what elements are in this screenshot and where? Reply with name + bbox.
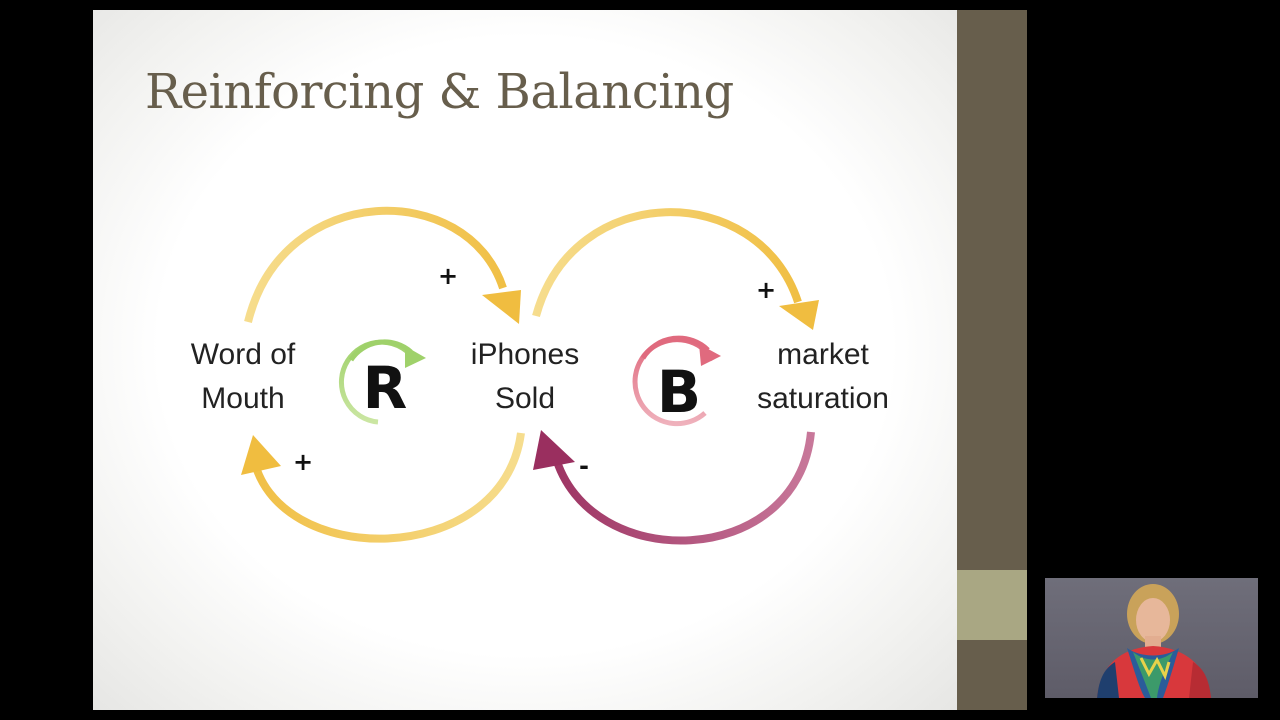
loop-arrow-icon bbox=[699, 344, 721, 366]
polarity-sign: + bbox=[438, 262, 458, 290]
reinforcing-loop-marker: R bbox=[339, 339, 426, 425]
arrowhead-icon bbox=[241, 435, 281, 475]
link-iphones-to-market-saturation bbox=[532, 208, 819, 330]
loop-letter-r: R bbox=[363, 354, 408, 422]
node-word-of-mouth-line2: Mouth bbox=[201, 382, 284, 415]
node-market-saturation-line2: saturation bbox=[757, 382, 889, 415]
polarity-sign: - bbox=[579, 452, 589, 480]
slide-side-accent bbox=[957, 570, 1027, 640]
arrowhead-icon bbox=[482, 290, 521, 324]
presentation-slide: Reinforcing & Balancing bbox=[93, 10, 957, 710]
presenter-webcam bbox=[1045, 578, 1258, 698]
balancing-loop-marker: B bbox=[632, 335, 721, 427]
node-iphones-sold-line1: iPhones bbox=[471, 338, 579, 371]
presenter-avatar bbox=[1097, 584, 1211, 698]
link-word-of-mouth-to-iphones bbox=[244, 206, 521, 324]
polarity-sign: + bbox=[293, 448, 313, 476]
loop-arrow-icon bbox=[405, 346, 426, 368]
link-market-saturation-to-iphones bbox=[533, 430, 815, 545]
arrowhead-icon bbox=[533, 430, 575, 470]
node-iphones-sold-line2: Sold bbox=[495, 382, 555, 415]
node-market-saturation-line1: market bbox=[777, 338, 869, 371]
slide-title: Reinforcing & Balancing bbox=[145, 64, 734, 120]
loop-letter-b: B bbox=[657, 358, 701, 426]
causal-loop-diagram: + + + - Word of Mouth iPhones Sold marke… bbox=[191, 206, 889, 545]
arrowhead-icon bbox=[779, 300, 819, 330]
polarity-sign: + bbox=[756, 276, 776, 304]
link-iphones-to-word-of-mouth bbox=[241, 432, 525, 543]
node-word-of-mouth-line1: Word of bbox=[191, 338, 296, 371]
